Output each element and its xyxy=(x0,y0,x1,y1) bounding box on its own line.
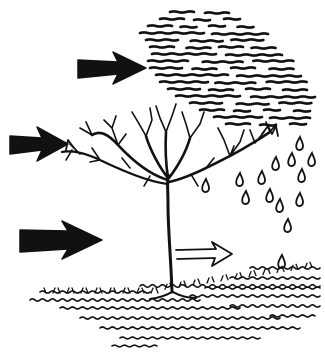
cloud-stroke xyxy=(156,74,228,75)
cloud-stroke xyxy=(160,18,184,19)
cloud-stroke xyxy=(160,81,208,82)
rain-drops xyxy=(202,137,315,268)
cloud-stroke xyxy=(214,116,262,117)
ground-line xyxy=(230,277,320,279)
raindrop-icon xyxy=(308,153,315,166)
cloud-stroke xyxy=(279,102,311,103)
cloud-stroke xyxy=(226,123,250,124)
cloud-stroke xyxy=(148,60,188,61)
ground-line xyxy=(60,307,240,309)
ground-line xyxy=(270,315,315,317)
cloud-stroke xyxy=(193,68,217,69)
raindrop-icon xyxy=(272,157,279,170)
cloud-stroke xyxy=(238,26,254,27)
cloud-stroke xyxy=(200,109,224,110)
tree-bough xyxy=(169,132,270,182)
raindrop-icon xyxy=(284,219,291,232)
cloud-hatching-icon xyxy=(140,11,315,125)
cloud-stroke xyxy=(212,33,268,34)
cloud-stroke xyxy=(290,123,306,124)
cloud-stroke xyxy=(150,46,174,47)
cloud-stroke xyxy=(226,54,282,55)
cloud-stroke xyxy=(150,67,182,68)
ground-line xyxy=(250,267,320,269)
raindrop-icon xyxy=(236,173,243,186)
cloud-stroke xyxy=(246,88,270,89)
cloud-stroke xyxy=(209,25,225,26)
tree-bough xyxy=(166,132,168,178)
wind-arrow-icon xyxy=(78,52,146,84)
raindrop-icon xyxy=(202,179,209,192)
cloud-stroke xyxy=(283,89,307,90)
ground-line xyxy=(112,345,157,347)
tree-bough xyxy=(62,151,168,184)
raindrop-icon xyxy=(276,199,283,212)
raindrop-icon xyxy=(296,137,303,150)
cloud-stroke xyxy=(237,75,301,76)
ground-line xyxy=(205,287,320,289)
cloud-stroke xyxy=(209,89,233,90)
cloud-stroke xyxy=(203,61,243,62)
cloud-stroke xyxy=(148,25,172,26)
cloud-stroke xyxy=(146,39,178,40)
wind-arrows xyxy=(10,52,146,259)
tree-trunk xyxy=(168,175,172,292)
cloud-stroke xyxy=(234,110,250,111)
ground-line xyxy=(30,299,200,301)
cloud-stroke xyxy=(237,103,269,104)
cloud-stroke xyxy=(140,32,204,33)
wind-arrow-icon xyxy=(20,221,102,259)
ground-texture-icon xyxy=(30,262,320,347)
cloud-stroke xyxy=(170,11,194,12)
cloud-stroke xyxy=(253,60,293,61)
cloud-stroke xyxy=(181,26,197,27)
cloud-stroke xyxy=(168,88,200,89)
cloud-stroke xyxy=(270,117,310,118)
cloud-stroke xyxy=(267,81,307,82)
raindrop-icon xyxy=(296,193,303,206)
cloud-stroke xyxy=(231,39,263,40)
cloud-stroke xyxy=(191,40,223,41)
ground-line xyxy=(80,317,280,319)
tree-bough xyxy=(169,138,190,178)
cloud-stroke xyxy=(252,47,276,48)
cloud-stroke xyxy=(187,47,211,48)
cloud-stroke xyxy=(224,18,240,19)
raindrop-icon xyxy=(288,153,295,166)
raindrop-icon xyxy=(266,189,273,202)
cloud-stroke xyxy=(270,68,294,69)
raindrop-icon xyxy=(298,169,305,182)
cloud-stroke xyxy=(215,82,255,83)
ground-line xyxy=(100,327,300,329)
cloud-stroke xyxy=(176,95,240,96)
cloud-stroke xyxy=(231,67,255,68)
ground-line xyxy=(230,305,320,307)
raindrop-icon xyxy=(242,191,249,204)
ground-line xyxy=(190,295,320,297)
wind-arrow-icon xyxy=(10,127,68,161)
tree-root-left xyxy=(150,292,172,299)
cloud-stroke xyxy=(152,53,216,54)
cloud-stroke xyxy=(190,102,222,103)
cloud-stroke xyxy=(251,96,315,97)
cloud-stroke xyxy=(219,46,243,47)
ground-line xyxy=(120,337,260,339)
cloud-stroke xyxy=(264,109,280,110)
cloud-stroke xyxy=(194,19,210,20)
cloud-stroke xyxy=(294,110,310,111)
cloud-stroke xyxy=(205,12,229,13)
outline-arrow-icon xyxy=(176,242,232,266)
raindrop-icon xyxy=(258,171,265,184)
